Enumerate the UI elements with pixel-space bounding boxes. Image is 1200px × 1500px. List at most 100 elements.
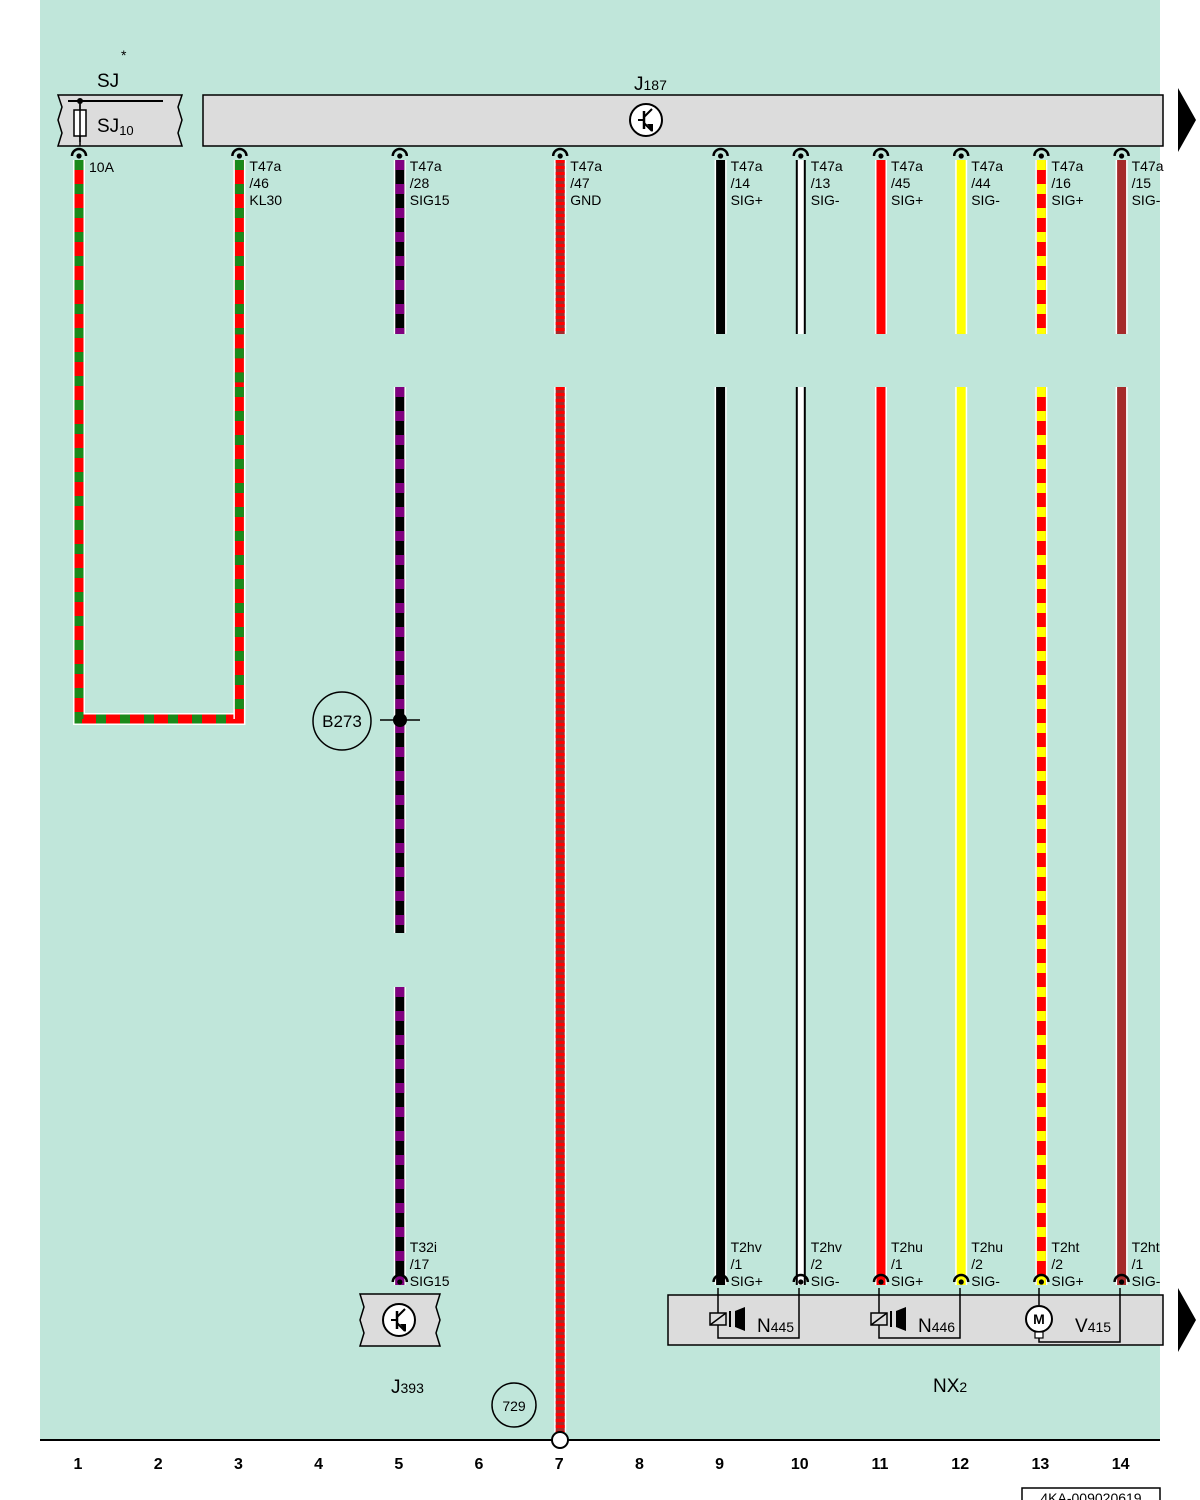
- pin-bottom-9-l3: SIG+: [731, 1273, 763, 1289]
- pin-top-9-l1: T47a: [731, 158, 763, 174]
- pin-top-10-l3: SIG-: [811, 192, 840, 208]
- pin-bottom-12-l3: SIG-: [971, 1273, 1000, 1289]
- pin-bottom-13-l2: /2: [1051, 1256, 1063, 1272]
- pin-bottom-12-l1: T2hu: [971, 1239, 1003, 1255]
- pin-bottom-13-l1: T2ht: [1051, 1239, 1079, 1255]
- pin-bottom-14-l1: T2ht: [1132, 1239, 1160, 1255]
- pin-labels: T47a/46KL30T47a/28SIG15T47a/47GNDT47a/14…: [70, 147, 1164, 1289]
- j393-label: J: [391, 1377, 401, 1398]
- sj-asterisk: *: [121, 47, 127, 63]
- pin-top-11-l1: T47a: [891, 158, 923, 174]
- pin-bottom-13-l3: SIG+: [1051, 1273, 1083, 1289]
- pin-bottom-11-l2: /1: [891, 1256, 903, 1272]
- svg-text:J393: J393: [391, 1377, 424, 1398]
- pin-top-3-l1: T47a: [249, 158, 281, 174]
- wires: [73, 160, 1128, 1432]
- splice-b273[interactable]: [312, 691, 420, 751]
- column-number: 4: [314, 1456, 323, 1473]
- pin-bottom-10-l1: T2hv: [811, 1239, 842, 1255]
- pin-top-11-l3: SIG+: [891, 192, 923, 208]
- pin-top-5-l3: SIG15: [410, 192, 450, 208]
- pin-top-5-l2: /28: [410, 175, 430, 191]
- pin-top-14-l1: T47a: [1132, 158, 1164, 174]
- pin-top-13-l1: T47a: [1051, 158, 1083, 174]
- pin-bottom-11-l3: SIG+: [891, 1273, 923, 1289]
- continue-arrow-top-icon[interactable]: [1178, 88, 1196, 152]
- nx2-valve-block[interactable]: [667, 1294, 1164, 1346]
- pin-top-3-l3: KL30: [249, 192, 282, 208]
- pin-bottom-14-l2: /1: [1132, 1256, 1144, 1272]
- j187-label: J: [634, 74, 644, 95]
- svg-text:V415: V415: [1075, 1316, 1111, 1337]
- motor-icon: [1025, 1288, 1121, 1343]
- pin-top-5-l1: T47a: [410, 158, 442, 174]
- pin-top-12-l1: T47a: [971, 158, 1003, 174]
- pin-top-13-l3: SIG+: [1051, 192, 1083, 208]
- pin-bottom-10-l2: /2: [811, 1256, 823, 1272]
- j187-control-unit[interactable]: [202, 94, 1164, 147]
- column-number: 3: [234, 1456, 243, 1473]
- pin-top-14-l2: /15: [1132, 175, 1152, 191]
- n446-label: N: [918, 1316, 932, 1337]
- column-number: 11: [872, 1456, 889, 1473]
- pin-top-9-l2: /14: [731, 175, 751, 191]
- motor-letter: M: [1033, 1311, 1045, 1327]
- svg-text:NX2: NX2: [933, 1376, 967, 1397]
- fuse-sub: 10: [119, 123, 133, 138]
- j187-sub: 187: [644, 77, 668, 93]
- solenoid-valve-icon: [870, 1288, 961, 1339]
- sj-label: SJ: [97, 71, 119, 92]
- footer-code: 4KA-009020619: [1040, 1490, 1141, 1500]
- footer-code-box: [1021, 1487, 1161, 1500]
- pin-top-11-l2: /45: [891, 175, 911, 191]
- fuse-label: SJ: [97, 116, 119, 137]
- column-number: 6: [475, 1456, 484, 1473]
- j393-sub: 393: [401, 1380, 425, 1396]
- v415-label: V: [1075, 1316, 1088, 1337]
- solenoid-valve-icon: [709, 1288, 800, 1339]
- pin-top-9-l3: SIG+: [731, 192, 763, 208]
- ground-node: [551, 1431, 569, 1449]
- pin-bottom-11-l1: T2hu: [891, 1239, 923, 1255]
- svg-text:SJ10: SJ10: [97, 116, 134, 138]
- n446-sub: 446: [932, 1319, 956, 1335]
- pin-top-14-l3: SIG-: [1132, 192, 1161, 208]
- column-number: 10: [791, 1456, 809, 1473]
- ground-point-729[interactable]: [491, 1382, 537, 1428]
- pin-bottom-14-l3: SIG-: [1132, 1273, 1161, 1289]
- column-number: 12: [951, 1456, 969, 1473]
- fuse-box-sj[interactable]: [56, 94, 184, 147]
- pin-bottom-5-l3: SIG15: [410, 1273, 450, 1289]
- pin-bottom-10-l3: SIG-: [811, 1273, 840, 1289]
- pin-top-3-l2: /46: [249, 175, 269, 191]
- pin-top-13-l2: /16: [1051, 175, 1071, 191]
- pin-bottom-5-l1: T32i: [410, 1239, 437, 1255]
- pin-top-7-l1: T47a: [570, 158, 602, 174]
- column-number: 9: [715, 1456, 724, 1473]
- n445-sub: 445: [771, 1319, 795, 1335]
- continue-arrow-bottom-icon[interactable]: [1178, 1288, 1196, 1352]
- pin-bottom-9-l2: /1: [731, 1256, 743, 1272]
- nx2-sub: 2: [959, 1379, 967, 1395]
- column-number: 1: [74, 1456, 83, 1473]
- nx2-label: NX: [933, 1376, 960, 1397]
- column-number: 8: [635, 1456, 644, 1473]
- column-number: 7: [555, 1456, 564, 1473]
- svg-text:N445: N445: [757, 1316, 794, 1337]
- pin-top-10-l1: T47a: [811, 158, 843, 174]
- pin-top-12-l2: /44: [971, 175, 991, 191]
- svg-text:J187: J187: [634, 74, 667, 95]
- n445-label: N: [757, 1316, 771, 1337]
- pin-top-7-l2: /47: [570, 175, 590, 191]
- pin-top-7-l3: GND: [570, 192, 601, 208]
- ground-label: 729: [502, 1398, 526, 1414]
- pin-bottom-12-l2: /2: [971, 1256, 983, 1272]
- transistor-icon: [382, 1303, 416, 1337]
- v415-sub: 415: [1088, 1319, 1112, 1335]
- svg-text:N446: N446: [918, 1316, 955, 1337]
- transistor-icon: [629, 103, 663, 137]
- column-number: 13: [1032, 1456, 1050, 1473]
- pin-bottom-9-l1: T2hv: [731, 1239, 762, 1255]
